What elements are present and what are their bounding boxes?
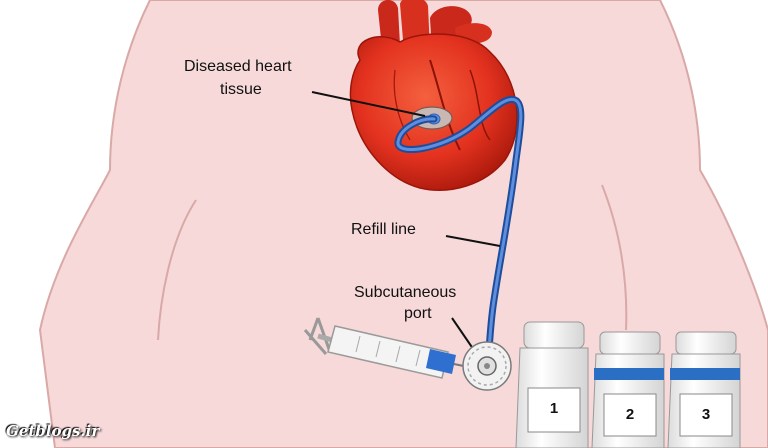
leader-diseased-tissue (311, 91, 426, 117)
vial-2-number: 2 (625, 406, 635, 423)
label-subcutaneous: Subcutaneous (354, 284, 457, 301)
label-diseased-heart: Diseased heart (184, 58, 292, 75)
label-refill-line: Refill line (351, 221, 416, 238)
label-port: port (404, 305, 432, 322)
vial-3 (667, 331, 741, 448)
right-armpit-line (601, 184, 628, 331)
vial-3-number: 3 (701, 406, 711, 423)
vial-1-number: 1 (549, 400, 559, 417)
left-armpit-line (157, 199, 197, 341)
heart (349, 0, 518, 191)
subcutaneous-port (462, 341, 512, 391)
watermark: Getblogs.ir (6, 422, 100, 440)
torso (38, 0, 768, 448)
vial-2 (591, 331, 665, 448)
vial-1 (515, 321, 589, 448)
leader-refill-line (445, 235, 501, 247)
label-tissue: tissue (220, 81, 262, 98)
